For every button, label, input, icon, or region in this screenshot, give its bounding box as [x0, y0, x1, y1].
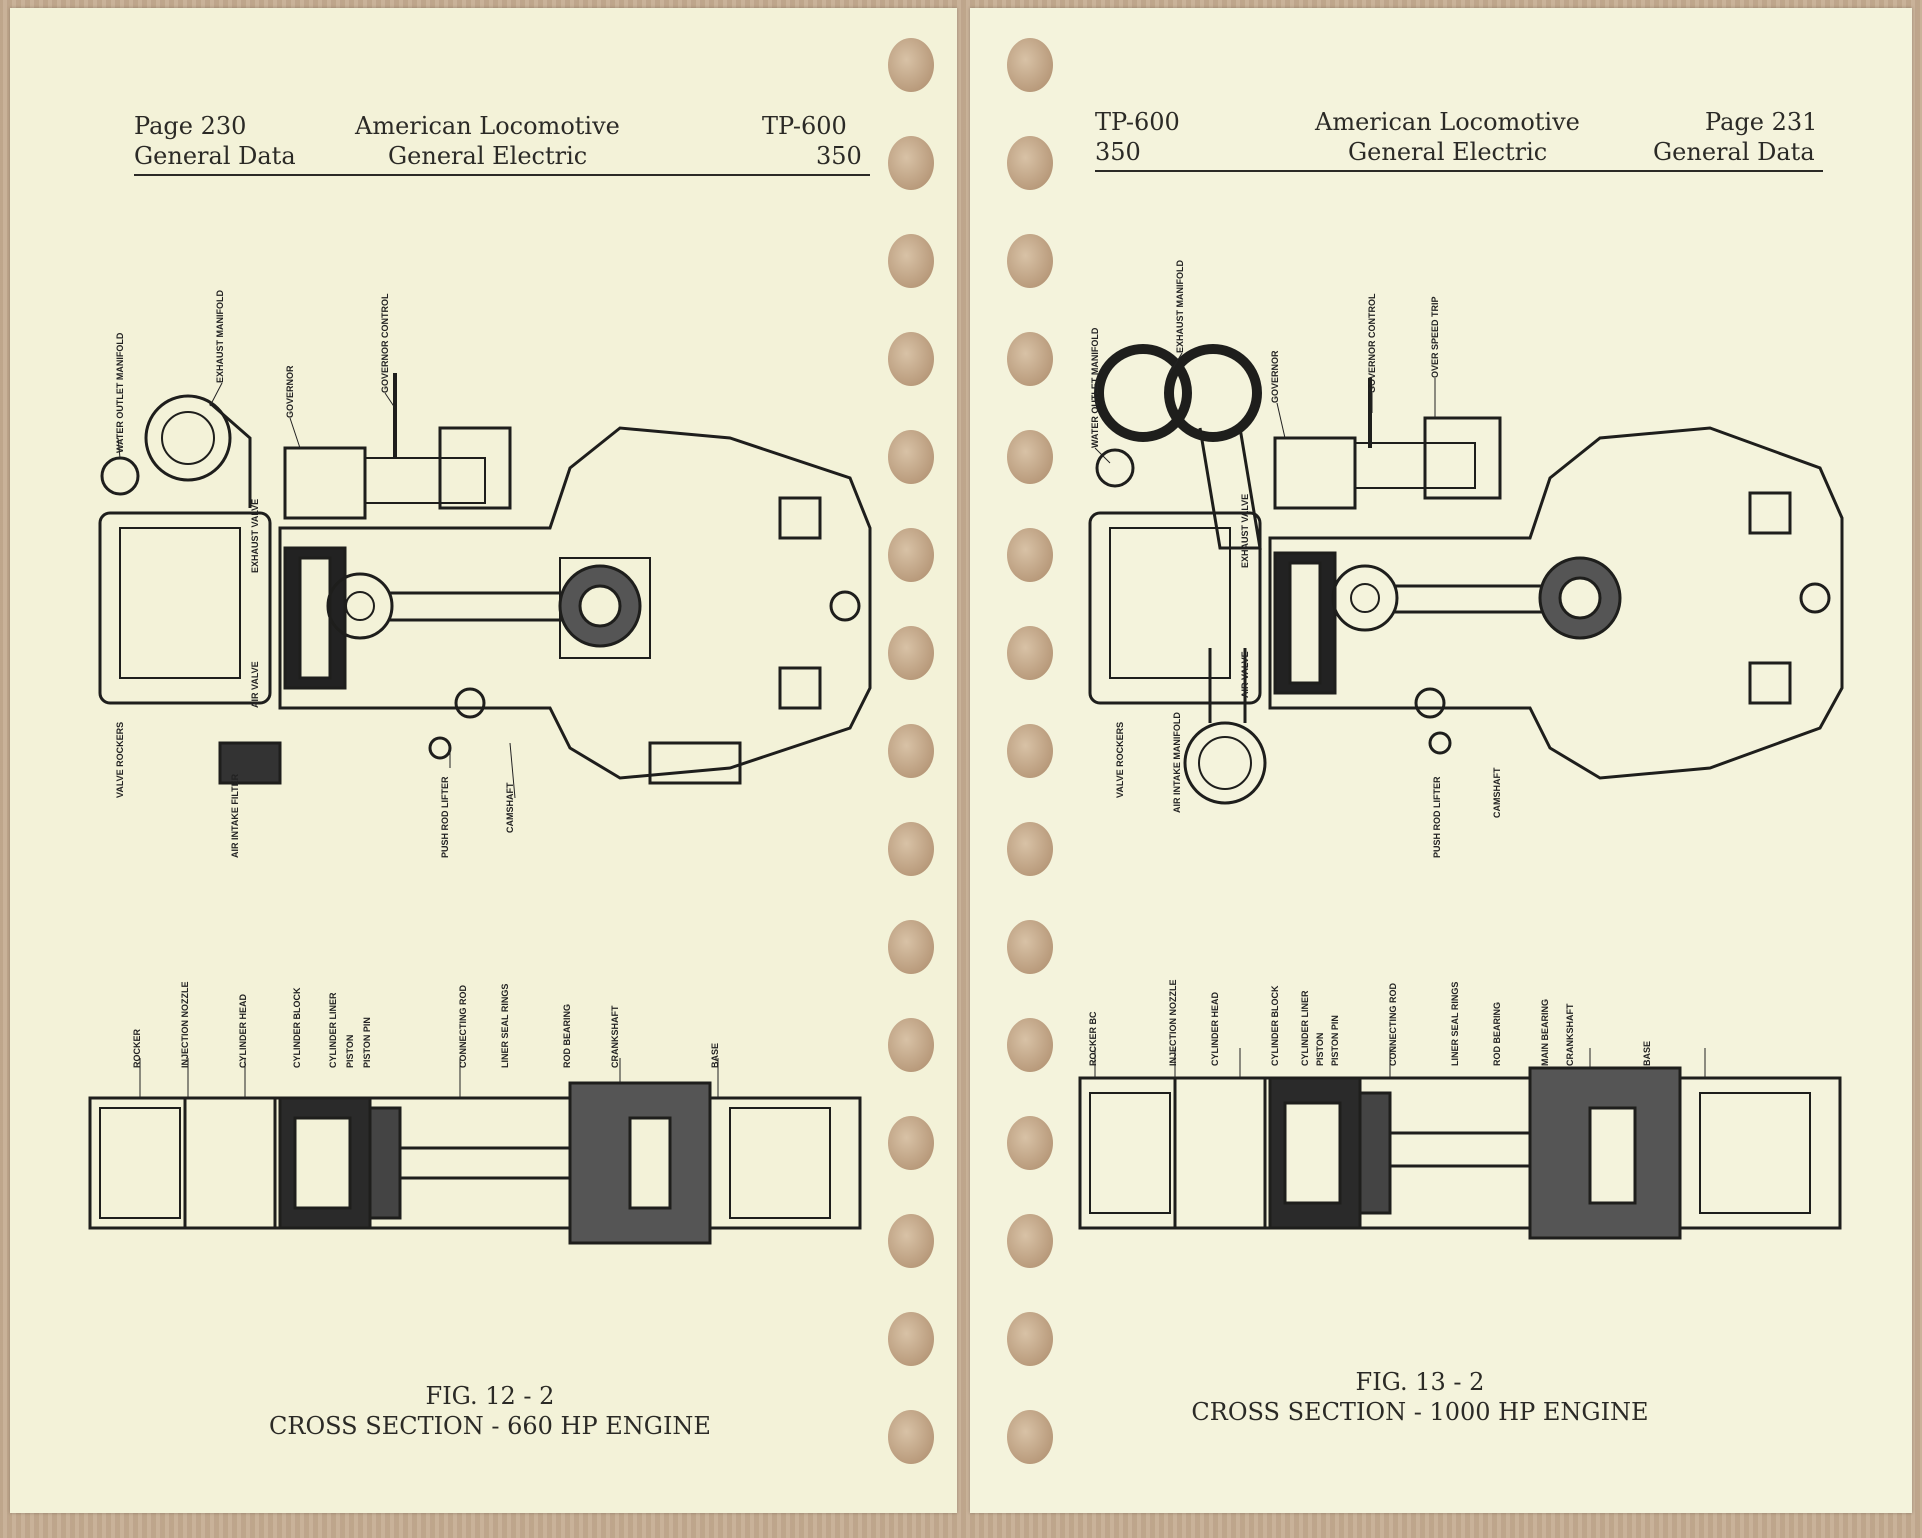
left-figure-number: FIG. 12 - 2 [425, 1382, 555, 1410]
label-liner-seal-rings: LINER SEAL RINGS [500, 983, 510, 1068]
binder-hole [1007, 1410, 1053, 1464]
right-label-liner-seal-rings: LINER SEAL RINGS [1450, 981, 1460, 1066]
label-piston-pin: PISTON PIN [362, 1017, 372, 1068]
binder-hole [1007, 136, 1053, 190]
binder-hole [1007, 234, 1053, 288]
binder-hole [888, 528, 934, 582]
right-title-line1: American Locomotive [1315, 108, 1580, 136]
binder-hole [888, 38, 934, 92]
binder-hole [1007, 1214, 1053, 1268]
binder-hole [888, 724, 934, 778]
binder-hole [1007, 332, 1053, 386]
right-label-connecting-rod: CONNECTING ROD [1388, 983, 1398, 1066]
label-cylinder-block: CYLINDER BLOCK [292, 987, 302, 1069]
right-label-main-bearing: MAIN BEARING [1540, 999, 1550, 1066]
binder-hole [888, 822, 934, 876]
binder-hole [1007, 724, 1053, 778]
label-cylinder-liner: CYLINDER LINER [328, 992, 338, 1068]
right-title-line2: General Electric [1348, 138, 1548, 166]
binder-hole [1007, 38, 1053, 92]
right-label-cylinder-block: CYLINDER BLOCK [1270, 985, 1280, 1067]
binder-hole [1007, 626, 1053, 680]
left-title-line2: General Electric [388, 142, 588, 170]
binder-hole [888, 136, 934, 190]
right-label-piston-pin: PISTON PIN [1330, 1015, 1340, 1066]
left-engine-upper-diagram [98, 373, 872, 799]
label-connecting-rod: CONNECTING ROD [458, 985, 468, 1068]
right-label-base: BASE [1642, 1040, 1652, 1066]
right-header-rule [1095, 170, 1823, 172]
left-page-section: General Data [134, 142, 296, 170]
label-rod-bearing: ROD BEARING [562, 1003, 572, 1068]
right-figure-caption: CROSS SECTION - 1000 HP ENGINE [1191, 1398, 1649, 1426]
label-injection-nozzle: INJECTION NOZZLE [180, 981, 190, 1068]
binder-hole [888, 1116, 934, 1170]
label-cylinder-head: CYLINDER HEAD [238, 993, 248, 1068]
left-figure-caption: CROSS SECTION - 660 HP ENGINE [269, 1412, 711, 1440]
binder-hole [888, 1018, 934, 1072]
binder-hole [888, 430, 934, 484]
right-engine-upper-diagram [1088, 344, 1844, 805]
left-doc-code: TP-600 [762, 112, 847, 140]
right-label-injection-nozzle: INJECTION NOZZLE [1168, 979, 1178, 1066]
left-header-rule [134, 174, 870, 176]
label-rocker: ROCKER [132, 1028, 142, 1068]
binder-hole [888, 234, 934, 288]
left-page: Page 230 General Data American Locomotiv… [10, 8, 957, 1513]
right-page-number: Page 231 [1705, 108, 1818, 136]
right-label-cylinder-liner: CYLINDER LINER [1300, 990, 1310, 1066]
right-label-rocker: ROCKER BC [1088, 1011, 1098, 1066]
right-doc-code: TP-600 [1095, 108, 1180, 136]
left-title-line1: American Locomotive [355, 112, 620, 140]
binder-hole [888, 332, 934, 386]
binder-hole [1007, 528, 1053, 582]
right-engine-lower-diagram [1078, 1048, 1842, 1240]
left-page-number: Page 230 [134, 112, 247, 140]
binder-hole [1007, 920, 1053, 974]
binder-hole [888, 1214, 934, 1268]
binder-hole [1007, 822, 1053, 876]
binder-hole [888, 1410, 934, 1464]
binder-hole [1007, 430, 1053, 484]
right-figure-number: FIG. 13 - 2 [1355, 1368, 1485, 1396]
label-base: BASE [710, 1042, 720, 1068]
binder-hole [888, 920, 934, 974]
left-doc-number: 350 [816, 142, 862, 170]
right-label-piston: PISTON [1315, 1032, 1325, 1066]
binder-hole [1007, 1116, 1053, 1170]
right-page: TP-600 350 American Locomotive General E… [970, 8, 1912, 1513]
binder-hole [1007, 1018, 1053, 1072]
right-page-section: General Data [1653, 138, 1815, 166]
label-crankshaft: CRANKSHAFT [610, 1005, 620, 1069]
left-engine-lower-diagram [88, 1058, 862, 1245]
right-doc-number: 350 [1095, 138, 1141, 166]
label-piston: PISTON [345, 1034, 355, 1068]
binder-hole [1007, 1312, 1053, 1366]
right-label-cylinder-head: CYLINDER HEAD [1210, 991, 1220, 1066]
binder-hole [888, 626, 934, 680]
right-label-rod-bearing: ROD BEARING [1492, 1001, 1502, 1066]
right-label-crankshaft: CRANKSHAFT [1565, 1003, 1575, 1067]
binder-hole [888, 1312, 934, 1366]
